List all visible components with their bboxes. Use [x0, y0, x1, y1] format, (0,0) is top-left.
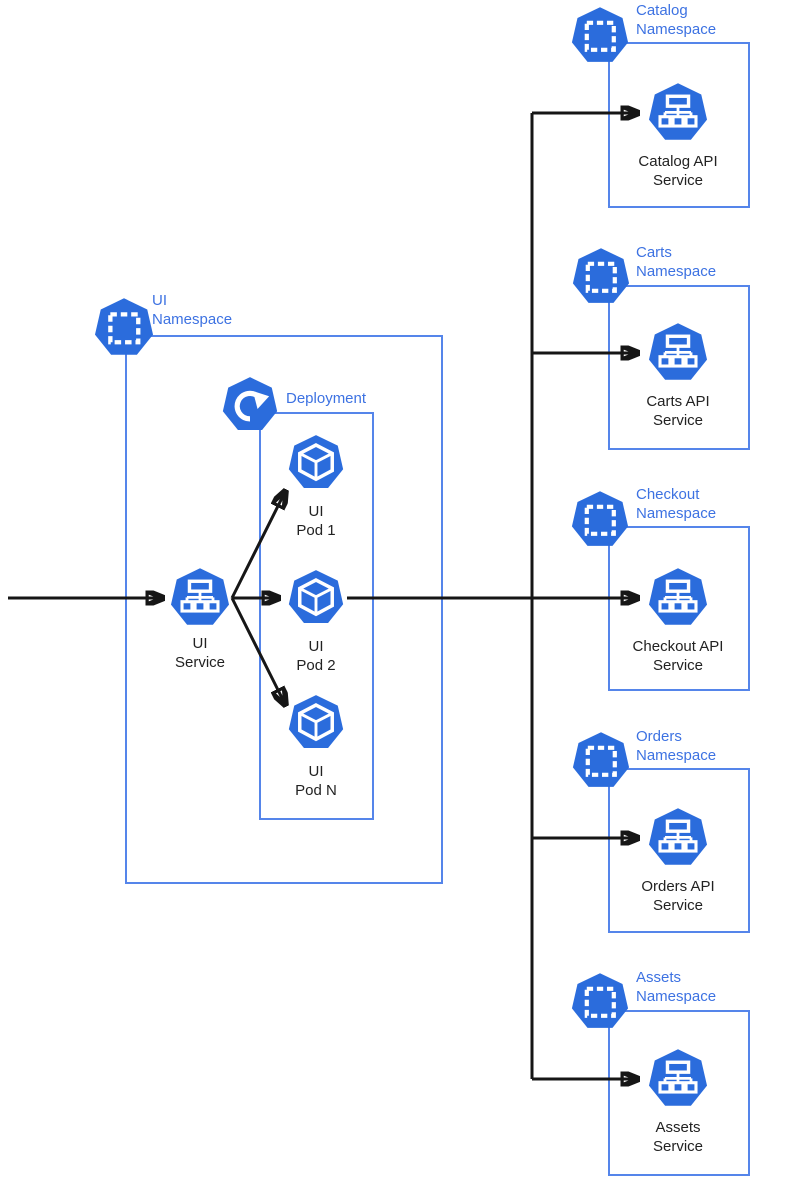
node-label-line: Service	[652, 897, 704, 914]
namespace-icon	[570, 972, 630, 1032]
catalog-namespace-title: Catalog Namespace	[636, 1, 716, 39]
namespace-title-line: Namespace	[636, 263, 717, 280]
namespace-icon	[570, 6, 630, 66]
deployment-icon	[221, 376, 279, 434]
pod-icon	[287, 434, 345, 492]
node-label-line: UI	[308, 763, 324, 780]
node-label-line: Assets	[655, 1119, 701, 1136]
service-icon	[647, 1048, 709, 1110]
node-label-line: Service	[652, 1138, 704, 1155]
assets-service-label: Assets Service	[603, 1118, 753, 1156]
namespace-title-line: Catalog	[636, 2, 688, 19]
carts-namespace-box	[608, 285, 750, 450]
service-icon	[169, 567, 231, 629]
carts-namespace-title: Carts Namespace	[636, 243, 716, 281]
node-label-line: Catalog API	[638, 153, 718, 170]
assets-namespace-box	[608, 1010, 750, 1176]
namespace-title-line: Namespace	[152, 311, 233, 328]
namespace-icon	[570, 490, 630, 550]
node-label-line: UI	[308, 503, 324, 520]
node-label-line: Service	[652, 412, 704, 429]
namespace-title-line: Namespace	[636, 505, 717, 522]
ui-namespace-title: UI Namespace	[152, 291, 232, 329]
node-label-line: Carts API	[646, 393, 710, 410]
orders-api-service-label: Orders API Service	[603, 877, 753, 915]
namespace-title-line: Orders	[636, 728, 682, 745]
namespace-icon	[571, 731, 631, 791]
checkout-api-service-label: Checkout API Service	[603, 637, 753, 675]
namespace-title-line: Assets	[636, 969, 682, 986]
deployment-title: Deployment	[286, 389, 366, 408]
catalog-api-service-label: Catalog API Service	[603, 152, 753, 190]
service-icon	[647, 807, 709, 869]
namespace-title-line: Namespace	[636, 988, 717, 1005]
pod-icon	[287, 569, 345, 627]
node-label-line: Service	[174, 654, 226, 671]
node-label-line: Checkout API	[632, 638, 724, 655]
namespace-title-line: Namespace	[636, 21, 717, 38]
deployment-title-line: Deployment	[286, 390, 367, 407]
orders-namespace-title: Orders Namespace	[636, 727, 716, 765]
namespace-icon	[571, 247, 631, 307]
service-icon	[647, 567, 709, 629]
catalog-namespace-box	[608, 42, 750, 208]
service-icon	[647, 82, 709, 144]
ui-pod-n-label: UI Pod N	[241, 762, 391, 800]
namespace-title-line: Namespace	[636, 747, 717, 764]
carts-api-service-label: Carts API Service	[603, 392, 753, 430]
ui-service-label: UI Service	[125, 634, 275, 672]
node-label-line: Pod N	[295, 782, 337, 799]
orders-namespace-box	[608, 768, 750, 933]
checkout-namespace-title: Checkout Namespace	[636, 485, 716, 523]
node-label-line: Orders API	[641, 878, 715, 895]
namespace-title-line: UI	[152, 292, 167, 309]
node-label-line: UI	[192, 635, 208, 652]
assets-namespace-title: Assets Namespace	[636, 968, 716, 1006]
node-label-line: Service	[652, 172, 704, 189]
namespace-title-line: Carts	[636, 244, 672, 261]
node-label-line: Pod 2	[296, 657, 336, 674]
namespace-icon	[93, 297, 155, 359]
pod-icon	[287, 694, 345, 752]
service-icon	[647, 322, 709, 384]
node-label-line: UI	[308, 638, 324, 655]
node-label-line: Pod 1	[296, 522, 336, 539]
ui-pod-1-label: UI Pod 1	[241, 502, 391, 540]
checkout-namespace-box	[608, 526, 750, 691]
ui-namespace-box	[125, 335, 443, 884]
ui-pod-2-label: UI Pod 2	[241, 637, 391, 675]
namespace-title-line: Checkout	[636, 486, 700, 503]
node-label-line: Service	[652, 657, 704, 674]
